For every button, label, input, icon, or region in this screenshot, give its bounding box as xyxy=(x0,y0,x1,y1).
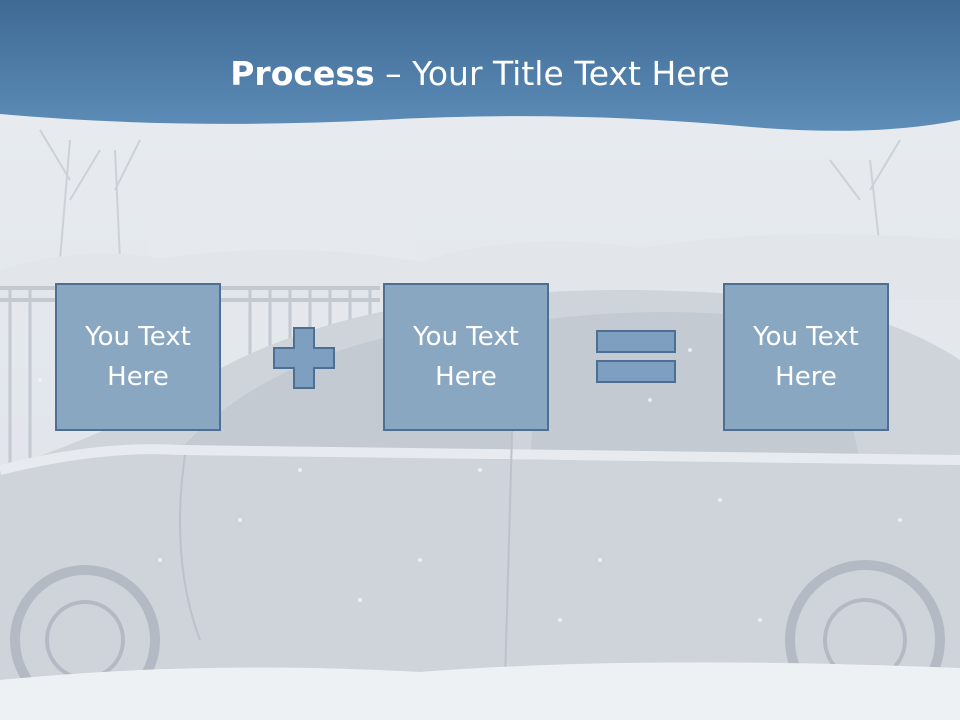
plus-icon xyxy=(273,327,335,389)
equals-icon xyxy=(596,330,676,383)
process-box-2[interactable]: You Text Here xyxy=(383,283,549,431)
title-emphasis: Process xyxy=(230,54,375,93)
process-box-3[interactable]: You Text Here xyxy=(723,283,889,431)
slide-title: Process – Your Title Text Here xyxy=(0,52,960,96)
process-box-1[interactable]: You Text Here xyxy=(55,283,221,431)
process-box-1-label: You Text Here xyxy=(85,322,191,392)
header-band xyxy=(0,0,960,131)
process-box-2-label: You Text Here xyxy=(413,322,519,392)
process-box-3-label: You Text Here xyxy=(753,322,859,392)
title-text: – Your Title Text Here xyxy=(374,54,730,93)
